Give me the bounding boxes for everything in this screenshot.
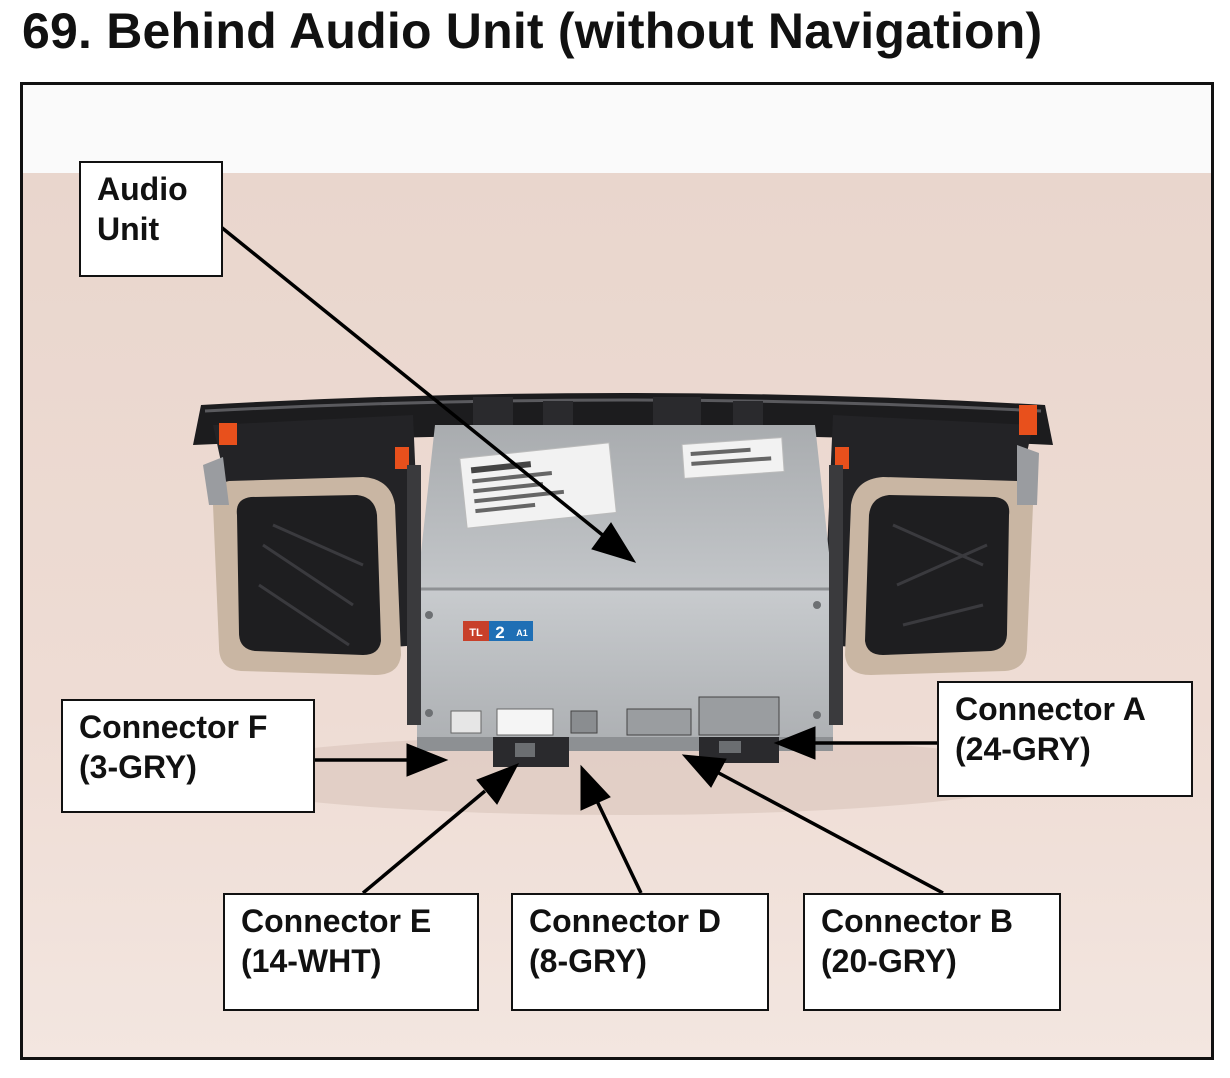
callout-connector-a-line1: Connector A [955,691,1146,727]
callout-connector-d-line1: Connector D [529,903,721,939]
callout-connector-b-line1: Connector B [821,903,1013,939]
callout-connector-f-line2: (3-GRY) [79,749,197,785]
connector-row [450,696,780,736]
callout-connector-f: Connector F (3-GRY) [61,699,315,813]
callout-connector-d: Connector D (8-GRY) [511,893,769,1011]
left-air-vent [203,415,423,675]
callout-connector-a: Connector A (24-GRY) [937,681,1193,797]
callout-audio-unit: Audio Unit [79,161,223,277]
arrowhead-connector-a [773,726,816,760]
arrowhead-audio-unit [591,522,637,563]
callout-leaders [219,225,944,895]
leader-connector-b [714,769,944,895]
callout-connector-d-line2: (8-GRY) [529,943,647,979]
badge-part3: A1 [516,628,528,638]
audio-unit-photo: TL 2 A1 [23,85,1211,1057]
callout-connector-f-line1: Connector F [79,709,268,745]
badge-part1: TL [469,627,483,639]
unit-badge: TL 2 A1 [463,621,533,642]
badge-part2: 2 [495,623,504,642]
arrowhead-connector-e [476,763,520,805]
leader-connector-e [361,789,487,895]
callout-audio-unit-line1: Audio [97,171,188,207]
leader-audio-unit [219,225,607,539]
photo-frame: TL 2 A1 [20,82,1214,1060]
leader-connector-d [595,800,643,894]
callout-audio-unit-line2: Unit [97,211,160,247]
audio-unit-housing: TL 2 A1 [407,425,843,767]
callout-connector-b-line2: (20-GRY) [821,943,957,979]
arrowhead-connector-f [406,743,449,777]
unit-sticker [459,442,617,529]
unit-sticker-small [681,437,785,479]
callout-connector-a-line2: (24-GRY) [955,731,1091,767]
callout-connector-b: Connector B (20-GRY) [803,893,1061,1011]
page-title: 69. Behind Audio Unit (without Navigatio… [22,3,1043,59]
right-air-vent [823,405,1039,675]
arrowhead-connector-d [580,764,611,811]
callout-connector-e-line1: Connector E [241,903,432,939]
callout-connector-e: Connector E (14-WHT) [223,893,479,1011]
arrowhead-connector-b [681,754,727,788]
callout-connector-e-line2: (14-WHT) [241,943,382,979]
